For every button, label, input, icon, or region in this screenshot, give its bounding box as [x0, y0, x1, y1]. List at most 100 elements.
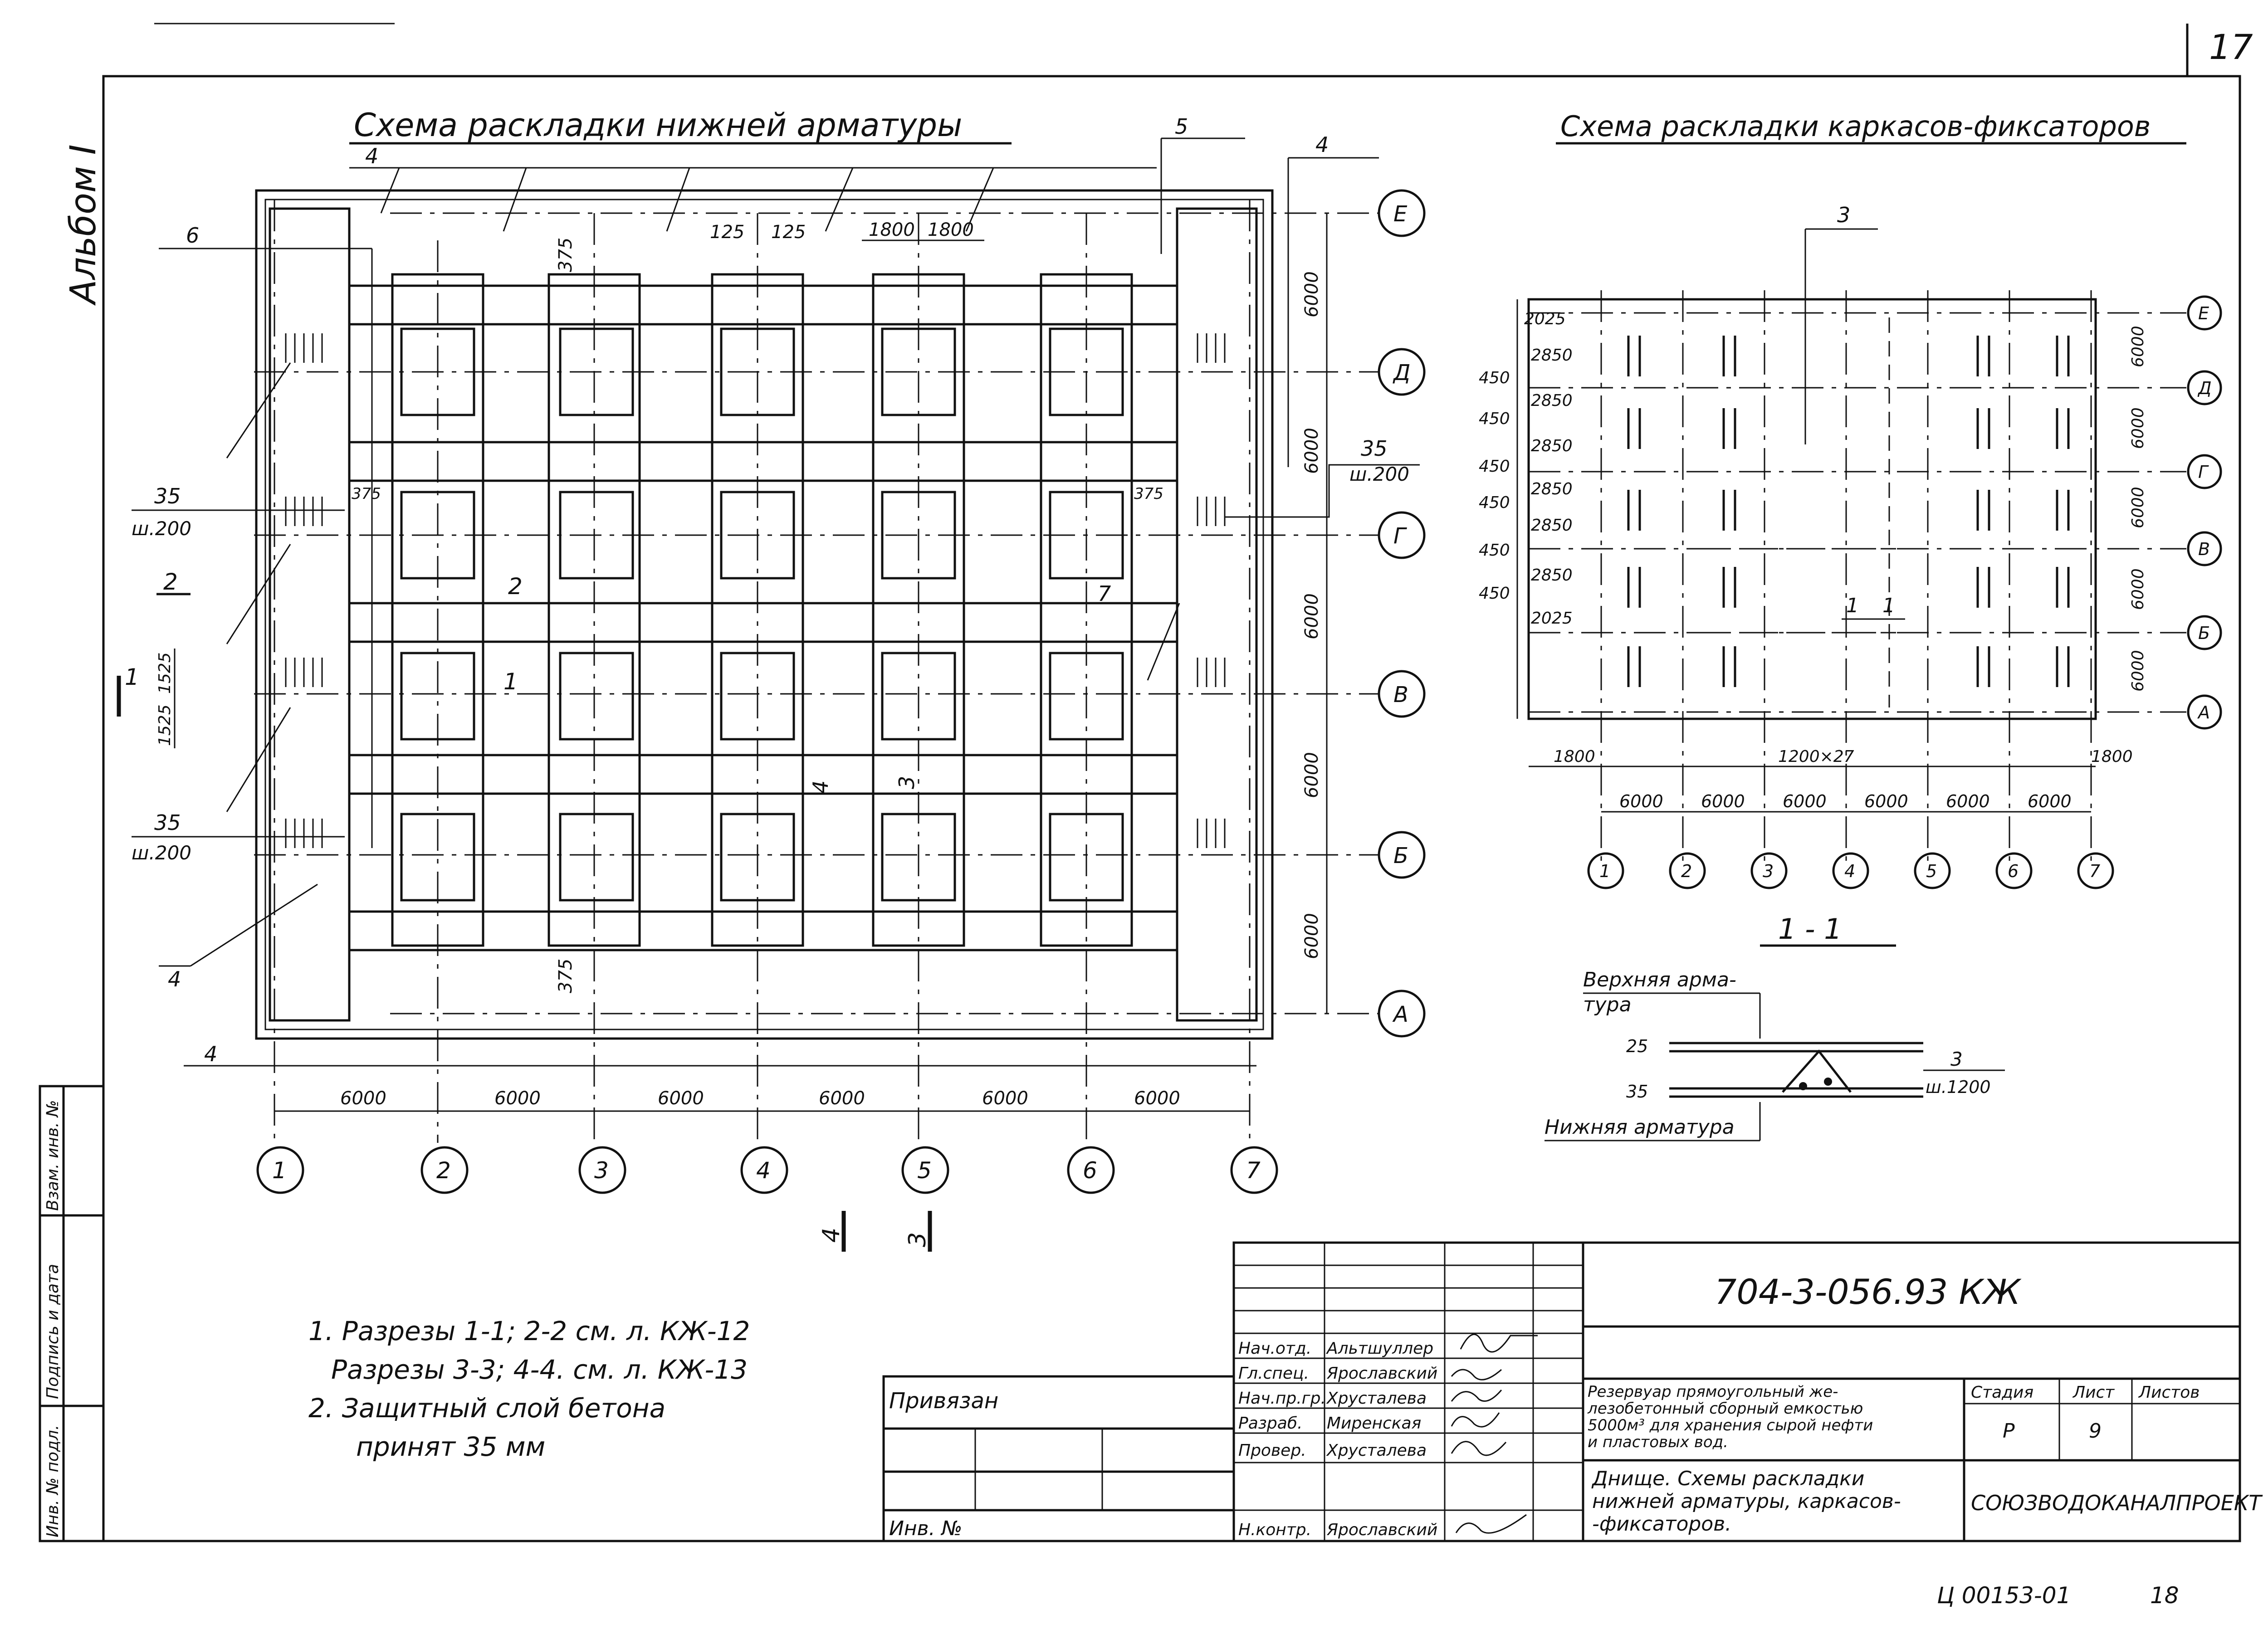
name-1: Альтшуллер: [1326, 1339, 1433, 1358]
fixator-dim-1800-left: 1800: [1554, 747, 1595, 766]
dim-125-b: 125: [771, 222, 806, 243]
fixator-bubble-7: [2077, 852, 2114, 889]
fixator-bottom-dim-5: 6000: [1946, 791, 1990, 811]
fixator-left-dim-450-1: 450: [1479, 369, 1510, 387]
role-3: Нач.пр.гр.: [1238, 1389, 1326, 1408]
callout-4-right: 4: [1315, 132, 1329, 157]
fixator-number-5: 5: [1926, 861, 1937, 881]
dim-25: 25: [1626, 1036, 1648, 1056]
section-callout-3-sub: ш.1200: [1926, 1077, 1991, 1097]
bottom-span-1: 6000: [340, 1088, 386, 1109]
callout-4-left: 4: [168, 967, 181, 991]
fixator-number-7: 7: [2089, 861, 2100, 881]
sheet-title-3: -фиксаторов.: [1592, 1512, 1731, 1536]
name-2: Ярославский: [1326, 1364, 1437, 1383]
rebar-note-a-sub: ш.200: [132, 517, 191, 540]
section-1-left-mark: 1: [1846, 594, 1859, 617]
project-line-1: Резервуар прямоугольный же-: [1588, 1383, 1838, 1401]
callout-3-right: 3: [1837, 203, 1850, 227]
bottom-span-2: 6000: [494, 1088, 541, 1109]
fixator-plan-title: Схема раскладки каркасов-фиксаторов: [1560, 110, 2151, 143]
fixator-bubble-4: [1832, 852, 1869, 889]
callout-4-top: 4: [365, 144, 378, 168]
axis-bubble-4: [740, 1146, 788, 1194]
fixator-letter-G: Г: [2198, 462, 2209, 482]
rebar-note-c-sub: ш.200: [1349, 463, 1409, 485]
lower-rebar-label: Нижняя арматура: [1545, 1116, 1735, 1139]
fixator-letter-V: В: [2198, 539, 2210, 559]
sheet-title-2: нижней арматуры, каркасов-: [1592, 1490, 1901, 1513]
section-mark-2-mid: 2: [508, 573, 523, 600]
lower-rebar-plan: Схема раскладки нижней арматуры: [117, 107, 1426, 1252]
fixator-left-dim-450-2: 450: [1479, 410, 1510, 428]
fixator-axis-numbers: 1 2 3 4 5 6 7: [1587, 852, 2114, 889]
note-line-3: 2. Защитный слой бетона: [308, 1393, 665, 1424]
fixator-bubble-B: [2187, 615, 2222, 650]
role-1: Нач.отд.: [1238, 1339, 1311, 1358]
axis-letter-E: Е: [1393, 201, 1408, 227]
right-span-2: 6000: [1301, 428, 1322, 474]
right-span-1: 6000: [1301, 271, 1322, 317]
fixator-bubble-3: [1750, 852, 1788, 889]
dim-375-bottom: 375: [555, 959, 576, 993]
fixator-letter-B: Б: [2198, 623, 2210, 643]
album-label: Альбом I: [63, 144, 104, 306]
fixator-bubble-5: [1914, 852, 1951, 889]
fixator-letter-D: Д: [2197, 378, 2212, 398]
fixator-left-dim-6: 2850: [1531, 516, 1573, 535]
section-mark-1-left: 1: [125, 664, 139, 690]
fixator-left-dim-1: 2025: [1524, 310, 1566, 328]
dim-1525-a: 1525: [156, 652, 174, 694]
sheet-value: 9: [2089, 1419, 2102, 1443]
rebar-ticks: [285, 333, 1226, 848]
side-stamp-frame: [39, 1085, 105, 1542]
axis-bubble-1: [256, 1146, 304, 1194]
organization: СОЮЗВОДОКАНАЛПРОЕКТ: [1971, 1491, 2263, 1515]
fixator-left-dim-4: 2850: [1531, 437, 1573, 455]
axis-number-1: 1: [272, 1157, 287, 1184]
section-callout-3: 3: [1950, 1048, 1963, 1070]
fixator-bubble-2: [1669, 852, 1706, 889]
rebar-note-a: 35: [154, 484, 181, 508]
right-edge-panel: [1176, 207, 1258, 1022]
axis-bubble-3: [578, 1146, 626, 1194]
axis-bubble-G: [1378, 511, 1426, 559]
fixator-bubble-1: [1587, 852, 1624, 889]
fixator-bottom-dim-6: 6000: [2028, 791, 2072, 811]
left-edge-panel: [269, 207, 351, 1022]
title-block: Привязан Инв. № Нач.отд. Альтшуллер Гл.с…: [882, 1241, 2263, 1542]
project-description: Резервуар прямоугольный же- лезобетонный…: [1587, 1383, 1873, 1451]
project-line-4: и пластовых вод.: [1588, 1433, 1728, 1451]
role-2: Гл.спец.: [1238, 1364, 1309, 1383]
fixator-right-dim-3: 6000: [2129, 487, 2147, 528]
dim-35: 35: [1626, 1082, 1648, 1102]
name-5: Хрусталева: [1326, 1441, 1427, 1460]
axis-bubble-6: [1067, 1146, 1115, 1194]
fixator-bubble-E: [2187, 295, 2222, 331]
project-line-2: лезобетонный сборный емкостью: [1587, 1400, 1863, 1418]
section-1-right-mark: 1: [1882, 594, 1895, 617]
axis-bubble-5: [901, 1146, 949, 1194]
fixator-left-dim-450-3: 450: [1479, 457, 1510, 476]
fixator-left-dim-2: 2850: [1531, 346, 1573, 365]
axis-bubble-E: [1378, 189, 1426, 237]
right-span-4: 6000: [1301, 752, 1322, 798]
fixator-dim-1200x27: 1200×27: [1778, 747, 1854, 766]
fixator-left-dim-450-5: 450: [1479, 541, 1510, 560]
fixator-bars: [1627, 336, 2070, 687]
signature-roles: Нач.отд. Альтшуллер Гл.спец. Ярославский…: [1238, 1339, 1437, 1539]
role-5: Провер.: [1238, 1441, 1306, 1460]
rebar-note-c: 35: [1361, 436, 1388, 461]
fixator-dim-1800-right: 1800: [2091, 747, 2133, 766]
callout-4-bottom: 4: [204, 1042, 217, 1066]
fixator-right-dims: 6000 6000 6000 6000 6000: [2129, 326, 2147, 692]
inv-label: Инв. №: [889, 1517, 962, 1540]
fixator-letter-A: А: [2197, 702, 2210, 722]
fixator-right-dim-1: 6000: [2129, 326, 2147, 367]
bottom-span-6: 6000: [1134, 1088, 1180, 1109]
page-number: 17: [2209, 27, 2253, 67]
role-6: Н.контр.: [1238, 1521, 1311, 1539]
fixator-bubble-D: [2187, 370, 2222, 405]
general-notes: 1. Разрезы 1-1; 2-2 см. л. КЖ-12 Разрезы…: [308, 1316, 750, 1462]
axis-bubble-A: [1378, 990, 1426, 1038]
